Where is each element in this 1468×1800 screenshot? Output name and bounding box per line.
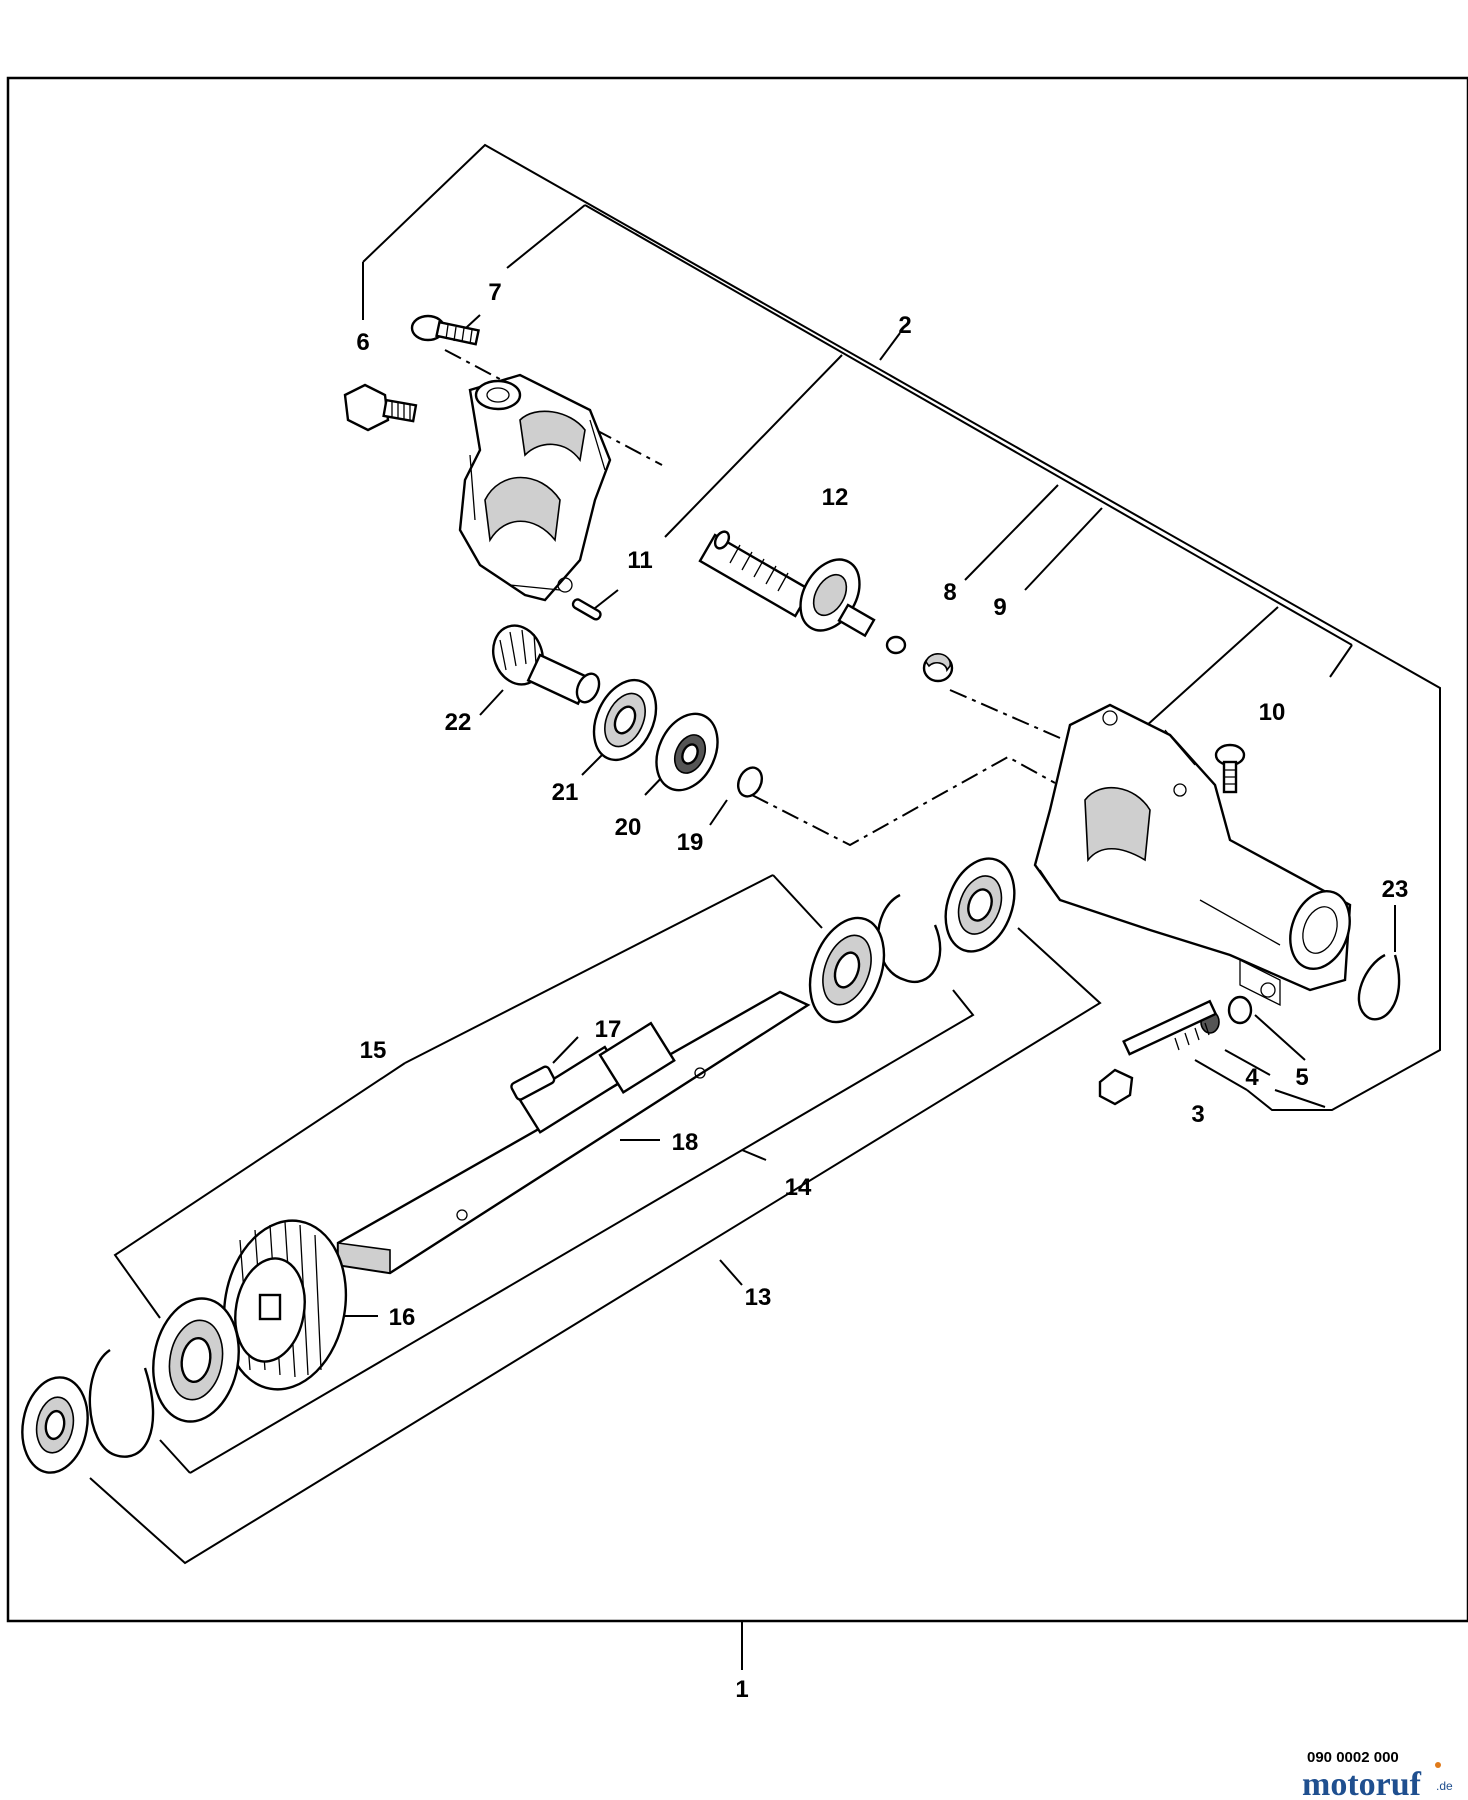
part-20-seal (655, 712, 719, 792)
callout-17: 17 (595, 1016, 622, 1043)
callout-5: 5 (1295, 1064, 1308, 1091)
part-14-circlip-right (876, 893, 942, 983)
watermark-brand: motoruf (1302, 1766, 1422, 1800)
callout-labels: 1 2 3 4 5 6 7 8 9 10 11 12 13 14 15 16 1… (356, 279, 1408, 1703)
part-15-bearing-left (152, 1297, 240, 1423)
part-12-gear-shaft (698, 530, 876, 638)
part-housing-lower (1033, 703, 1352, 1007)
callout-15: 15 (360, 1037, 387, 1064)
watermark-dot (1435, 1762, 1441, 1768)
callout-21: 21 (552, 779, 579, 806)
callout-7: 7 (488, 279, 501, 306)
callout-12: 12 (822, 484, 849, 511)
callout-9: 9 (993, 594, 1006, 621)
reference-code: 090 0002 000 (1307, 1749, 1399, 1766)
callout-14: 14 (785, 1174, 812, 1201)
part-16-gear (222, 1219, 348, 1391)
part-10-screw (1214, 743, 1246, 794)
part-6-bolt (343, 383, 418, 432)
callout-16: 16 (389, 1304, 416, 1331)
part-15-bearing-right (808, 916, 886, 1024)
part-14-circlip-left (88, 1349, 155, 1458)
part-21-bearing (592, 678, 658, 762)
part-23-circlip (1357, 953, 1401, 1021)
callout-4: 4 (1245, 1064, 1259, 1091)
part-19-ring (736, 766, 764, 798)
callout-1: 1 (735, 1676, 748, 1703)
callout-3: 3 (1191, 1101, 1204, 1128)
watermark-suffix: .de (1436, 1779, 1453, 1793)
diagram-frame (6, 76, 1468, 1623)
part-housing-upper (458, 373, 612, 602)
part-5-washer (1227, 995, 1253, 1025)
callout-8: 8 (943, 579, 956, 606)
part-13-bearing-right (944, 857, 1016, 953)
part-9-bushing (922, 653, 954, 683)
callout-13: 13 (745, 1284, 772, 1311)
callout-20: 20 (615, 814, 642, 841)
group-brackets (89, 143, 1441, 1565)
callout-10: 10 (1259, 699, 1286, 726)
part-22-pinion (492, 624, 601, 706)
callout-11: 11 (627, 547, 652, 574)
callout-23: 23 (1382, 876, 1409, 903)
callout-18: 18 (672, 1129, 699, 1156)
part-13-seal-left (21, 1376, 89, 1474)
part-8-ring (885, 635, 907, 655)
part-7-screw (410, 314, 481, 346)
part-3-bolt (1098, 999, 1218, 1106)
part-11-pin (571, 598, 602, 621)
part-17-key (510, 1065, 556, 1101)
callout-19: 19 (677, 829, 704, 856)
centre-lines (444, 349, 1061, 847)
callout-22: 22 (445, 709, 472, 736)
callout-2: 2 (898, 312, 911, 339)
watermark-logo: motoruf .de (1302, 1762, 1453, 1800)
callout-6: 6 (356, 329, 369, 356)
part-18-shaft (336, 990, 811, 1275)
